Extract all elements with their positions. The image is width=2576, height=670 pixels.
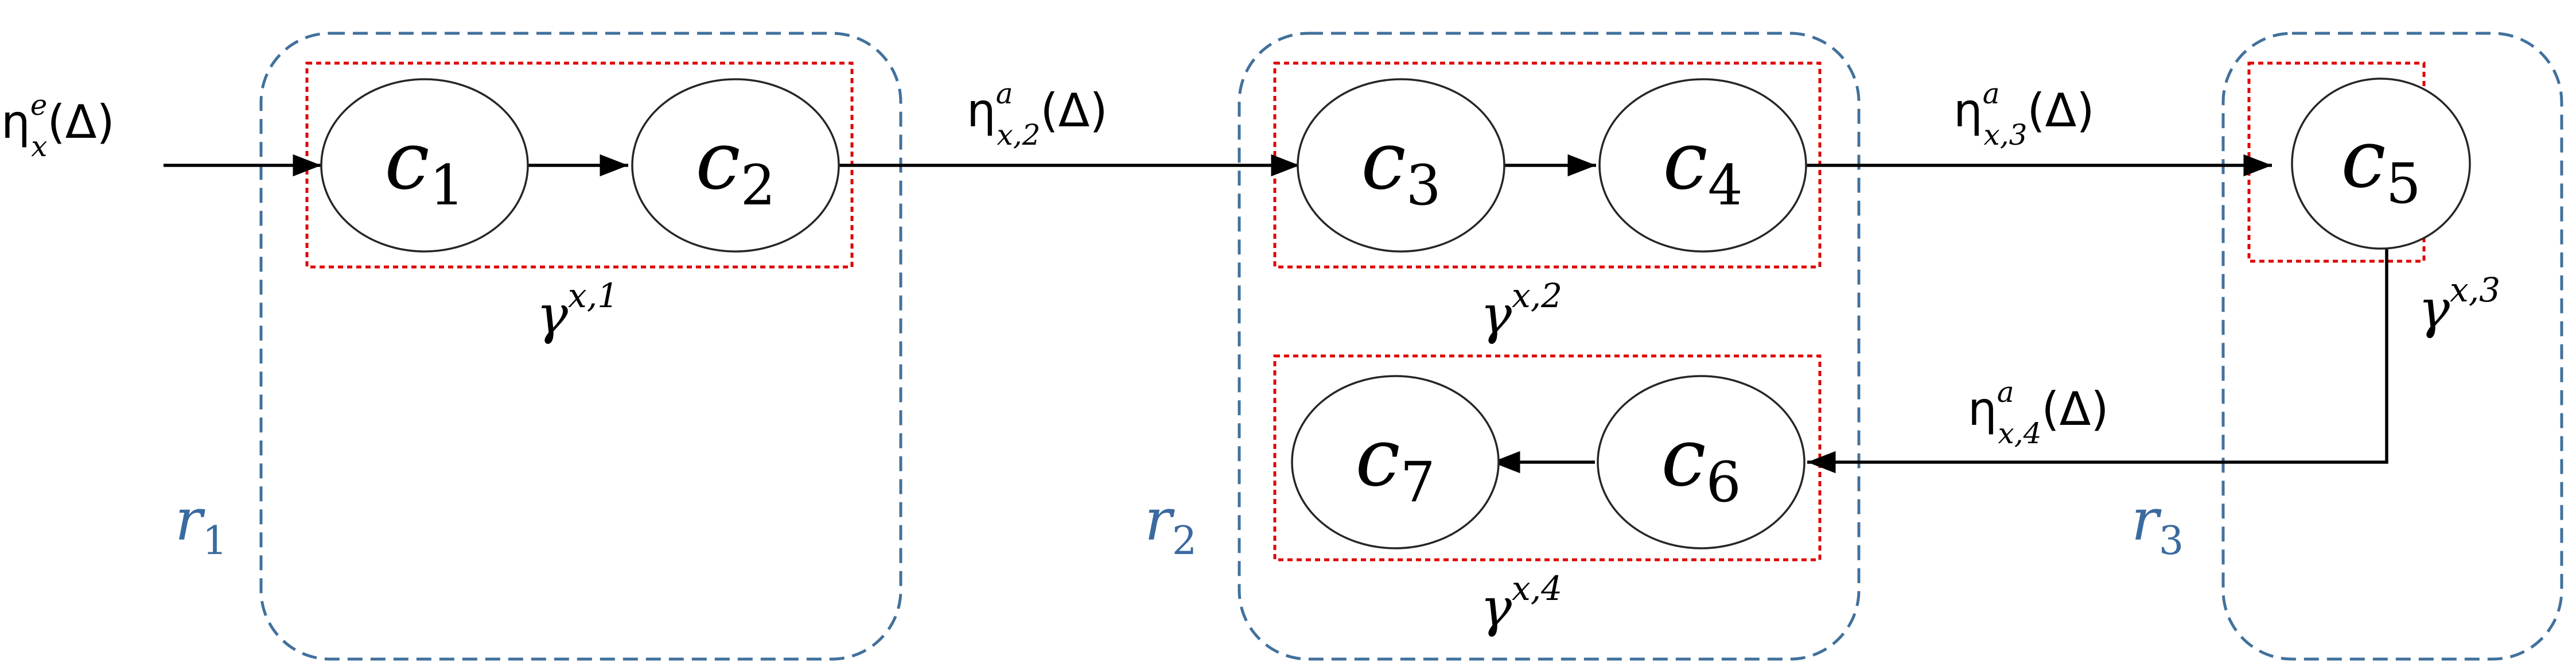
node-c1: c1 [320, 78, 529, 253]
edge-c5-to-c6 [1807, 247, 2388, 474]
group-gamma1-label: γx,1 [536, 276, 618, 346]
region-r1-box [259, 32, 902, 661]
group-gamma2-label: γx,2 [1480, 276, 1562, 346]
region-r3-label: r3 [2131, 486, 2184, 564]
svg-text:c2: c2 [695, 114, 776, 218]
node-c2: c2 [631, 78, 840, 253]
node-c7: c7 [1291, 375, 1500, 549]
node-c5: c5 [2291, 78, 2471, 250]
svg-text:c7: c7 [1355, 411, 1435, 514]
svg-text:c5: c5 [2341, 113, 2421, 216]
region-r1-label: r1 [175, 486, 227, 564]
group-gamma3-label: γx,3 [2418, 270, 2500, 340]
node-c3: c3 [1297, 78, 1505, 253]
region-r2-box [1238, 32, 1861, 661]
svg-text:c6: c6 [1661, 411, 1741, 514]
group-gamma4-label: γx,4 [1480, 569, 1562, 638]
svg-text:c3: c3 [1361, 114, 1441, 218]
node-c6: c6 [1597, 375, 1805, 549]
region-r3-box [2221, 32, 2563, 661]
svg-text:c1: c1 [384, 114, 465, 218]
svg-text:c4: c4 [1663, 114, 1743, 218]
node-c4: c4 [1598, 78, 1807, 253]
region-r2-label: r2 [1145, 486, 1197, 564]
